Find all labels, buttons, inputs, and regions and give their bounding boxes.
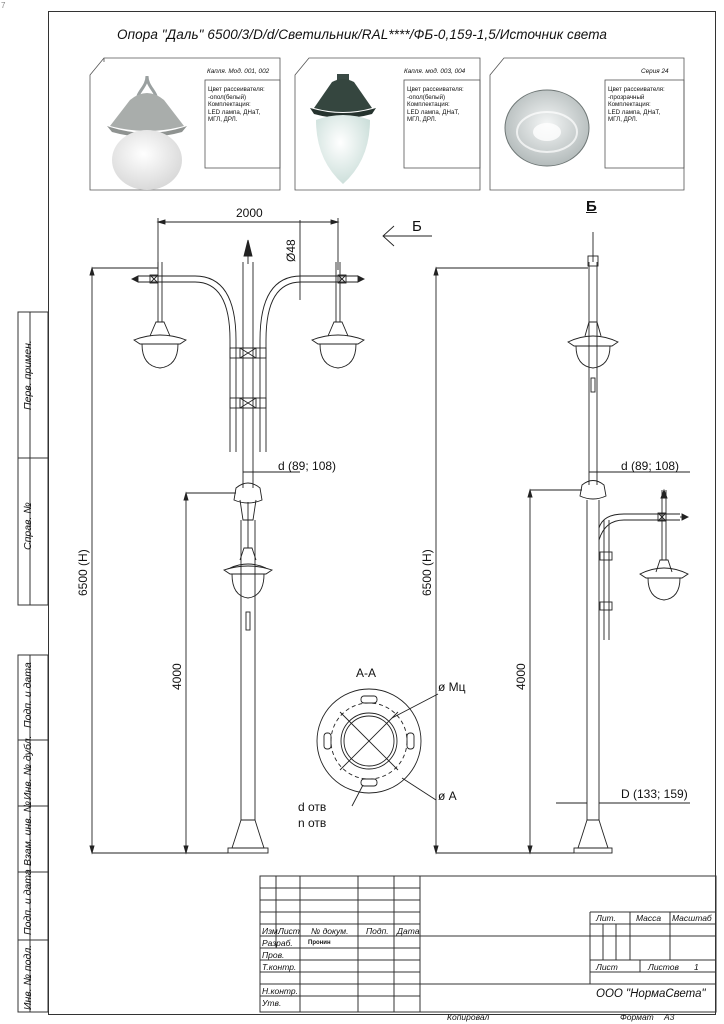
tb-doc: № докум. [311, 926, 349, 936]
section-d-otv: d отв [298, 800, 327, 814]
tb-razrab-name: Пронин [308, 940, 331, 946]
tb-format-val: А3 [664, 1012, 675, 1022]
tb-utv: Утв. [262, 998, 282, 1008]
card-3-caption: Серия 24 [641, 68, 669, 75]
tb-nkontr: Н.контр. [262, 986, 298, 996]
card-1-caption: Капля. Мод. 001, 002 [207, 68, 270, 75]
tb-listov: Листов [648, 962, 679, 972]
section-n-otv: n отв [298, 816, 327, 830]
corner-mark: 7 [1, 1, 6, 10]
tb-kopiroval: Копировал [447, 1012, 490, 1022]
section-a: ø А [438, 789, 457, 803]
lamp-photo-2 [297, 74, 402, 188]
dim-d-left: d (89; 108) [278, 459, 337, 473]
lamp-photo-3 [492, 76, 602, 188]
tb-masshtab: Масштаб [672, 913, 712, 923]
tb-org: ООО "НормаСвета" [596, 988, 706, 1000]
tb-prov: Пров. [262, 950, 285, 960]
view-arrow-label: Б [412, 218, 422, 235]
dim-2000: 2000 [236, 206, 263, 220]
tb-format: Формат [620, 1012, 654, 1022]
lamp-photo-1 [92, 75, 202, 190]
tb-razrab: Разраб. [262, 938, 293, 948]
dim-D-right: D (133; 159) [621, 787, 688, 801]
tb-tkontr: Т.контр. [262, 962, 297, 972]
tb-data: Дата [397, 926, 420, 936]
tb-list-r: Лист [596, 962, 618, 972]
dim-d-right: d (89; 108) [621, 459, 680, 473]
tb-list: Лист [278, 926, 300, 936]
tb-podp: Подп. [366, 926, 389, 936]
section-mc: ø Мц [438, 680, 466, 694]
drawing-title: Опора "Даль" 6500/3/D/d/Светильник/RAL**… [116, 27, 608, 42]
section-title: А-А [356, 666, 377, 680]
tb-izm: Изм. [262, 926, 281, 936]
tb-listov-val: 1 [694, 962, 699, 972]
view-b-label: Б [586, 198, 597, 215]
tb-massa: Масса [636, 913, 662, 923]
card-2-caption: Капля. мод. 003, 004 [404, 68, 466, 75]
card-2-text: Цвет рассеивателя:-опол(белый)Комплектац… [407, 86, 464, 124]
tb-lit: Лит. [596, 913, 616, 923]
card-1-text: Цвет рассеивателя:-опол(белый)Комплектац… [208, 86, 265, 124]
